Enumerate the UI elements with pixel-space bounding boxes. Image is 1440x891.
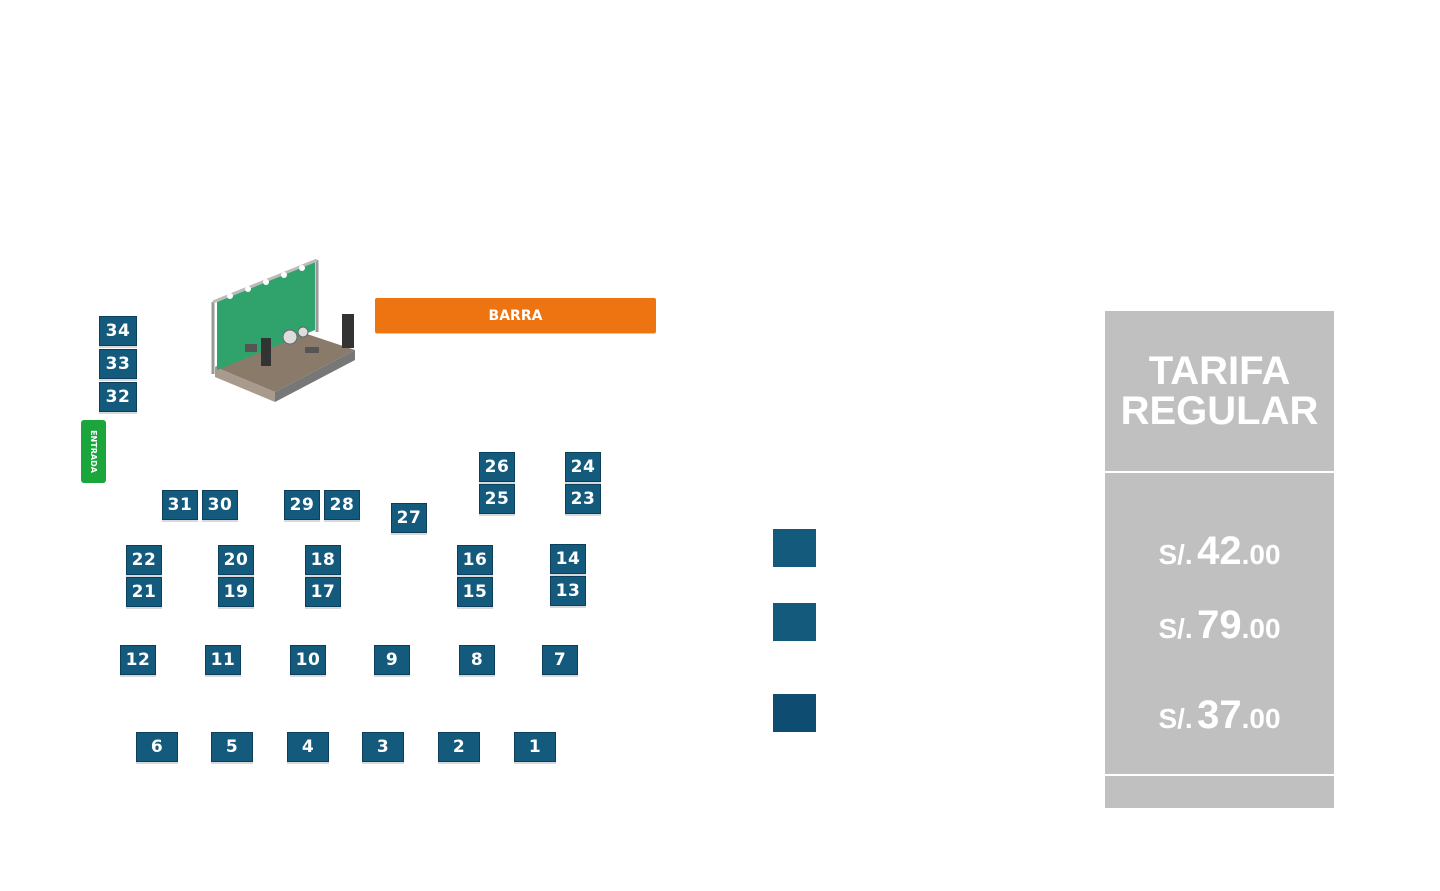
price-cents: .00 <box>1241 539 1281 570</box>
price-row-2: S/. 79.00 <box>1105 603 1334 648</box>
table-14[interactable]: 14 <box>550 544 586 574</box>
table-33[interactable]: 33 <box>99 349 137 379</box>
price-currency: S/. <box>1158 703 1193 734</box>
price-amount: 42 <box>1197 529 1242 573</box>
table-13[interactable]: 13 <box>550 576 586 606</box>
table-2[interactable]: 2 <box>438 732 480 762</box>
table-29[interactable]: 29 <box>284 490 320 520</box>
price-row-3: S/. 37.00 <box>1105 693 1334 738</box>
table-5[interactable]: 5 <box>211 732 253 762</box>
table-15[interactable]: 15 <box>457 577 493 607</box>
table-6[interactable]: 6 <box>136 732 178 762</box>
stage-illustration <box>211 258 355 402</box>
table-21[interactable]: 21 <box>126 577 162 607</box>
table-34[interactable]: 34 <box>99 316 137 346</box>
price-row-1: S/. 42.00 <box>1105 529 1334 574</box>
table-18[interactable]: 18 <box>305 545 341 575</box>
table-16[interactable]: 16 <box>457 545 493 575</box>
table-8[interactable]: 8 <box>459 645 495 675</box>
table-9[interactable]: 9 <box>374 645 410 675</box>
table-28[interactable]: 28 <box>324 490 360 520</box>
table-22[interactable]: 22 <box>126 545 162 575</box>
price-panel: TARIFA REGULAR S/. 42.00 S/. 79.00 S/. 3… <box>1105 311 1334 808</box>
price-title-line2: REGULAR <box>1120 389 1319 433</box>
table-30[interactable]: 30 <box>202 490 238 520</box>
price-cents: .00 <box>1241 703 1281 734</box>
table-10[interactable]: 10 <box>290 645 326 675</box>
price-cents: .00 <box>1241 613 1281 644</box>
entrance-label: ENTRADA <box>89 430 98 473</box>
table-31[interactable]: 31 <box>162 490 198 520</box>
legend-swatch-3 <box>773 694 816 732</box>
price-panel-title: TARIFA REGULAR <box>1105 311 1334 473</box>
entrance: ENTRADA <box>81 420 106 483</box>
table-12[interactable]: 12 <box>120 645 156 675</box>
bar-area: BARRA <box>375 298 656 333</box>
table-25[interactable]: 25 <box>479 484 515 514</box>
price-currency: S/. <box>1158 613 1193 644</box>
legend-swatch-1 <box>773 529 816 567</box>
price-panel-divider <box>1105 774 1334 776</box>
table-1[interactable]: 1 <box>514 732 556 762</box>
table-32[interactable]: 32 <box>99 382 137 412</box>
table-7[interactable]: 7 <box>542 645 578 675</box>
price-currency: S/. <box>1158 539 1193 570</box>
table-17[interactable]: 17 <box>305 577 341 607</box>
table-3[interactable]: 3 <box>362 732 404 762</box>
price-amount: 79 <box>1197 603 1242 647</box>
table-27[interactable]: 27 <box>391 503 427 533</box>
table-4[interactable]: 4 <box>287 732 329 762</box>
price-amount: 37 <box>1197 693 1242 737</box>
table-19[interactable]: 19 <box>218 577 254 607</box>
table-24[interactable]: 24 <box>565 452 601 482</box>
table-23[interactable]: 23 <box>565 484 601 514</box>
table-20[interactable]: 20 <box>218 545 254 575</box>
legend-swatch-2 <box>773 603 816 641</box>
table-11[interactable]: 11 <box>205 645 241 675</box>
table-26[interactable]: 26 <box>479 452 515 482</box>
price-title-line1: TARIFA <box>1148 349 1291 393</box>
